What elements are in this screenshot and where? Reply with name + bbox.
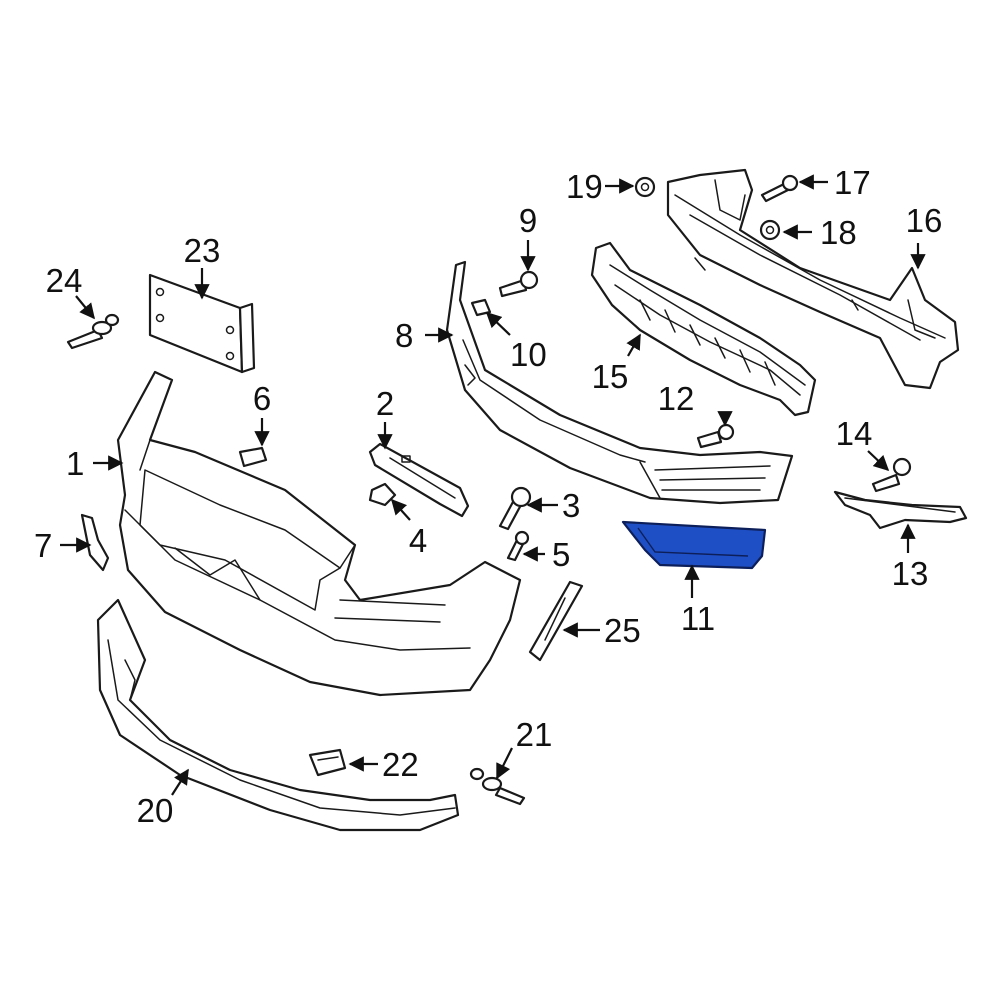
leader-4 xyxy=(390,498,411,521)
callout-22: 22 xyxy=(382,746,419,783)
part-5-bolt[interactable] xyxy=(506,530,530,562)
callout-7: 7 xyxy=(34,527,52,564)
part-8-upper-cover[interactable] xyxy=(445,260,794,505)
part-4-clip[interactable] xyxy=(368,482,397,507)
leader-20 xyxy=(171,768,189,796)
part-24-pushpin[interactable] xyxy=(66,313,120,350)
part-9-bolt[interactable] xyxy=(498,270,539,298)
callout-8: 8 xyxy=(395,317,413,354)
callout-14: 14 xyxy=(836,415,873,452)
part-14-bolt[interactable] xyxy=(871,457,912,493)
part-25-side-strip[interactable] xyxy=(528,580,584,662)
callout-9: 9 xyxy=(519,202,537,239)
part-17-bolt[interactable] xyxy=(760,174,799,203)
part-15-energy-absorber[interactable] xyxy=(590,241,817,417)
part-3-bolt[interactable] xyxy=(498,486,532,531)
callout-16: 16 xyxy=(906,202,943,239)
part-13-bracket[interactable] xyxy=(833,490,968,530)
callout-20: 20 xyxy=(137,792,174,829)
callout-18: 18 xyxy=(820,214,857,251)
part-7-side-bracket[interactable] xyxy=(80,513,110,572)
part-18-nut[interactable] xyxy=(759,219,781,241)
callout-2: 2 xyxy=(376,385,394,422)
part-1-bumper-cover[interactable] xyxy=(116,370,522,697)
part-22-clip[interactable] xyxy=(308,748,347,777)
leader-21 xyxy=(496,747,513,780)
callout-numbers: 1 2 3 4 5 6 7 8 9 10 11 12 13 14 15 16 1… xyxy=(34,164,942,829)
callout-5: 5 xyxy=(552,536,570,573)
part-19-nut[interactable] xyxy=(634,176,656,198)
callout-25: 25 xyxy=(604,612,641,649)
callout-15: 15 xyxy=(592,358,629,395)
part-2-bracket[interactable] xyxy=(368,442,470,518)
callout-19: 19 xyxy=(566,168,603,205)
callout-3: 3 xyxy=(562,487,580,524)
leader-24 xyxy=(75,295,95,320)
callout-4: 4 xyxy=(409,522,427,559)
part-6-pad[interactable] xyxy=(238,446,268,468)
callout-6: 6 xyxy=(253,380,271,417)
callout-13: 13 xyxy=(892,555,929,592)
part-12-bolt[interactable] xyxy=(696,423,735,449)
callout-10: 10 xyxy=(510,336,547,373)
leader-14 xyxy=(867,450,890,472)
leader-lines xyxy=(60,174,926,796)
callout-17: 17 xyxy=(834,164,871,201)
part-11-lower-grille[interactable] xyxy=(621,520,767,570)
callout-12: 12 xyxy=(658,380,695,417)
callout-23: 23 xyxy=(184,232,221,269)
callout-1: 1 xyxy=(66,445,84,482)
leader-10 xyxy=(485,311,511,336)
callout-11: 11 xyxy=(681,600,715,637)
part-21-pushpin[interactable] xyxy=(469,767,526,806)
part-23-license-bracket[interactable] xyxy=(148,273,256,374)
leader-15 xyxy=(626,333,641,357)
part-16-reinforcement-beam[interactable] xyxy=(666,168,960,390)
callout-21: 21 xyxy=(516,716,553,753)
callout-24: 24 xyxy=(46,262,83,299)
